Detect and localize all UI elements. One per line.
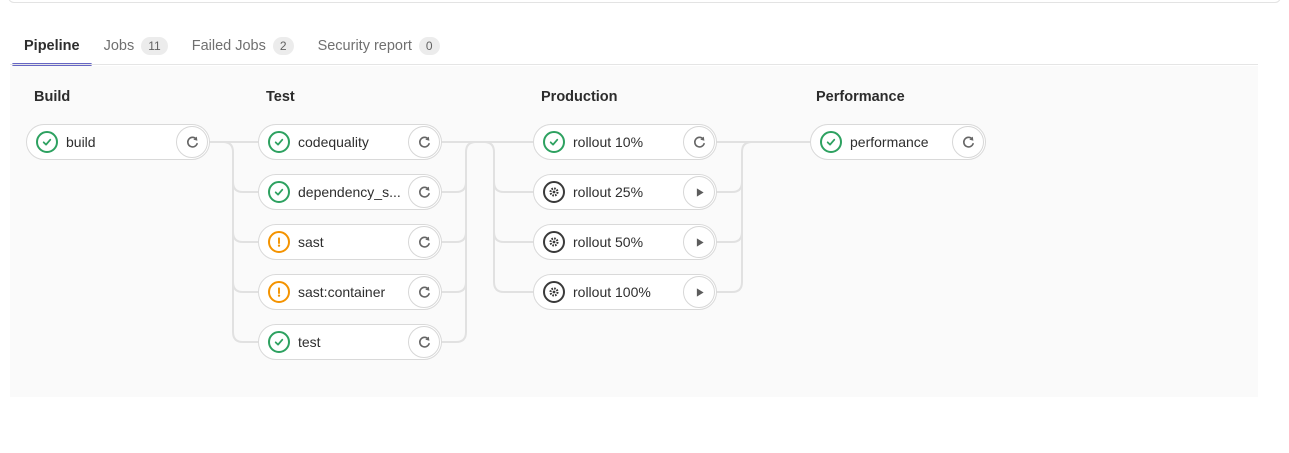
- job-rollout-100[interactable]: rollout 100%: [533, 274, 717, 310]
- check-circle-icon: [543, 131, 565, 153]
- gear-circle-icon: [543, 281, 565, 303]
- tab-security-report[interactable]: Security report 0: [306, 28, 452, 64]
- play-button[interactable]: [683, 276, 715, 308]
- check-circle-icon: [820, 131, 842, 153]
- job-name: rollout 50%: [573, 234, 644, 250]
- tab-security-report-label: Security report: [317, 38, 412, 54]
- play-button[interactable]: [683, 226, 715, 258]
- job-name: sast:container: [298, 284, 386, 300]
- tab-pipeline[interactable]: Pipeline: [12, 28, 92, 66]
- exclamation-circle-icon: [268, 281, 290, 303]
- job-name: performance: [850, 134, 929, 150]
- retry-button[interactable]: [408, 326, 440, 358]
- tab-pipeline-label: Pipeline: [24, 38, 80, 54]
- job-test[interactable]: test: [258, 324, 442, 360]
- job-name: codequality: [298, 134, 369, 150]
- job-rollout-25[interactable]: rollout 25%: [533, 174, 717, 210]
- tab-jobs[interactable]: Jobs 11: [92, 28, 180, 64]
- tab-jobs-count-badge: 11: [141, 37, 168, 55]
- job-sast[interactable]: sast: [258, 224, 442, 260]
- stage-header-test: Test: [266, 89, 295, 105]
- tab-failed-jobs-label: Failed Jobs: [191, 38, 266, 54]
- job-name: rollout 25%: [573, 184, 644, 200]
- job-name: rollout 10%: [573, 134, 644, 150]
- job-build[interactable]: build: [26, 124, 210, 160]
- job-name: build: [66, 134, 96, 150]
- check-circle-icon: [268, 181, 290, 203]
- check-circle-icon: [268, 131, 290, 153]
- stage-header-production: Production: [541, 89, 618, 105]
- job-name: rollout 100%: [573, 284, 651, 300]
- pipeline-tabs: Pipeline Jobs 11 Failed Jobs 2 Security …: [12, 28, 452, 66]
- retry-button[interactable]: [408, 126, 440, 158]
- pipeline-graph: Build Test Production Performance build …: [10, 66, 1258, 397]
- tab-jobs-label: Jobs: [103, 38, 135, 54]
- tab-failed-jobs[interactable]: Failed Jobs 2: [180, 28, 306, 64]
- gear-circle-icon: [543, 231, 565, 253]
- play-button[interactable]: [683, 176, 715, 208]
- tab-security-report-count-badge: 0: [418, 37, 440, 55]
- tabbar-bottom-border: [10, 64, 1258, 65]
- check-circle-icon: [268, 331, 290, 353]
- tab-failed-jobs-count-badge: 2: [272, 37, 294, 55]
- retry-button[interactable]: [408, 176, 440, 208]
- exclamation-circle-icon: [268, 231, 290, 253]
- job-sast-container[interactable]: sast:container: [258, 274, 442, 310]
- check-circle-icon: [36, 131, 58, 153]
- retry-button[interactable]: [952, 126, 984, 158]
- top-panel-bottom-edge: [8, 0, 1281, 3]
- job-name: sast: [298, 234, 324, 250]
- retry-button[interactable]: [408, 226, 440, 258]
- pipeline-connectors: [210, 141, 810, 343]
- job-rollout-10[interactable]: rollout 10%: [533, 124, 717, 160]
- retry-button[interactable]: [176, 126, 208, 158]
- retry-button[interactable]: [408, 276, 440, 308]
- job-name: test: [298, 334, 321, 350]
- job-name: dependency_s...: [298, 184, 401, 200]
- retry-button[interactable]: [683, 126, 715, 158]
- gear-circle-icon: [543, 181, 565, 203]
- job-performance[interactable]: performance: [810, 124, 986, 160]
- job-codequality[interactable]: codequality: [258, 124, 442, 160]
- job-dependency-scanning[interactable]: dependency_s...: [258, 174, 442, 210]
- stage-header-performance: Performance: [816, 89, 905, 105]
- stage-header-build: Build: [34, 89, 71, 105]
- job-rollout-50[interactable]: rollout 50%: [533, 224, 717, 260]
